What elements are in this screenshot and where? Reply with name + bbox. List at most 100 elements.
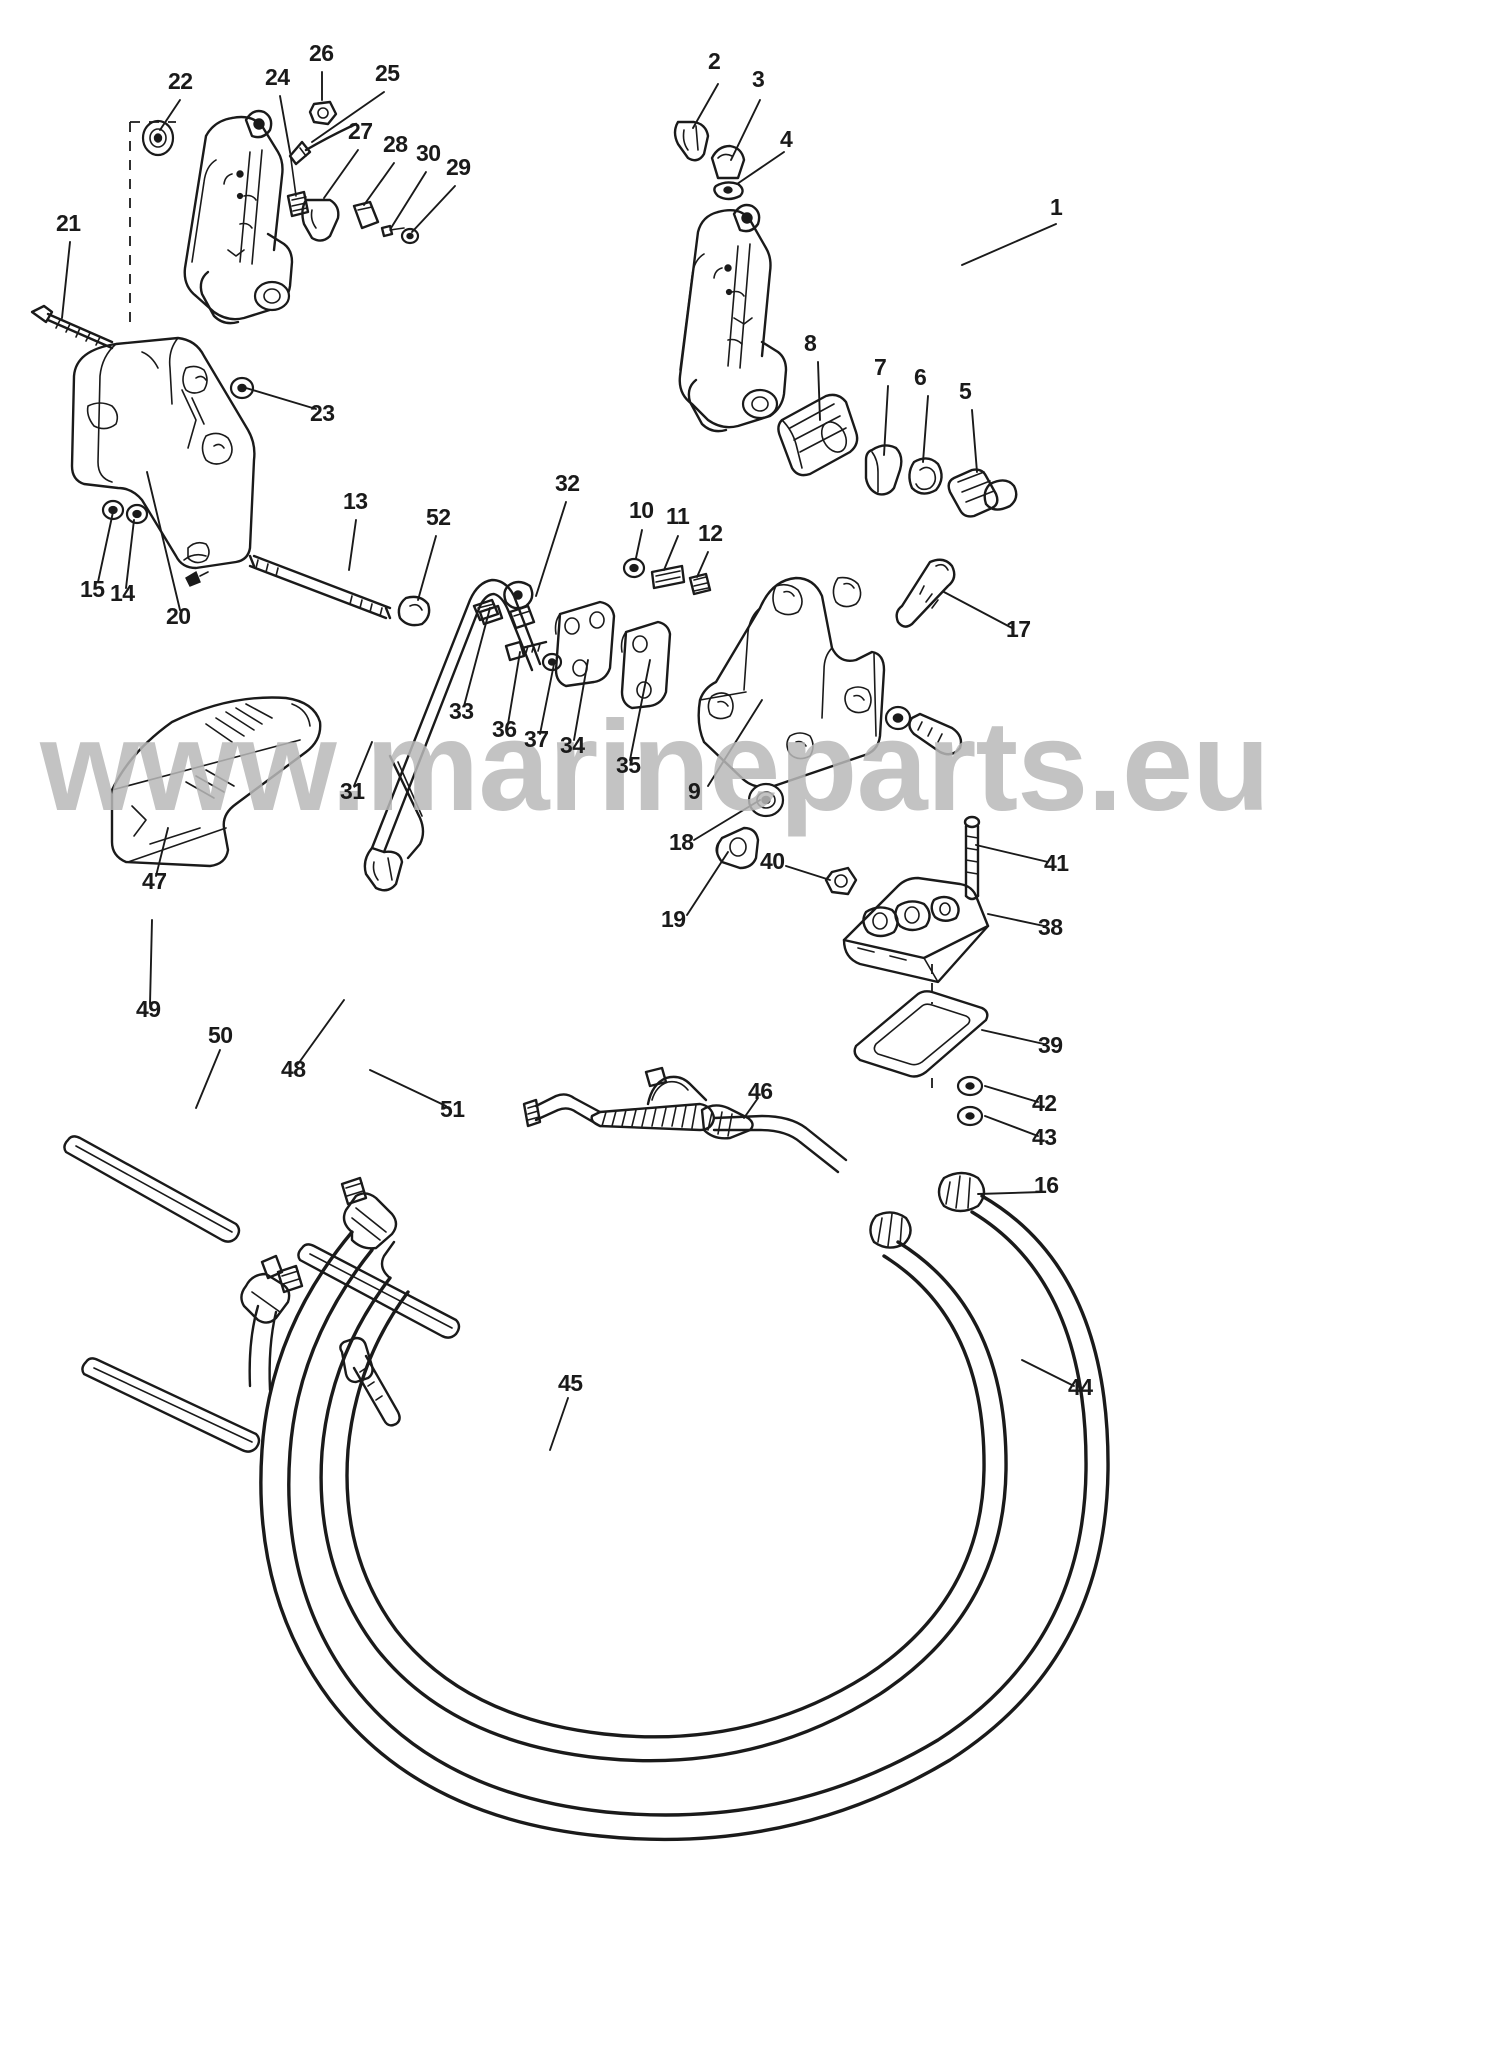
callout-number-2: 2 (708, 48, 721, 74)
callout-leader-38 (987, 913, 1045, 927)
callout-number-34: 34 (560, 732, 585, 758)
part-35-anchor-plate (620, 620, 672, 710)
callout-number-7: 7 (874, 354, 887, 380)
callout-leader-35 (629, 659, 651, 761)
callout-number-46: 46 (748, 1078, 773, 1104)
assembly-dashed-bracket (129, 121, 176, 330)
callout-leader-52 (417, 535, 437, 601)
callout-number-6: 6 (914, 364, 927, 390)
callout-number-45: 45 (558, 1370, 583, 1396)
part-38-manifold-block (842, 876, 990, 1004)
svg-text:www.marineparts.eu: www.marineparts.eu (39, 695, 1269, 838)
callout-number-37: 37 (524, 726, 549, 752)
callout-number-22: 22 (168, 68, 193, 94)
callout-number-47: 47 (142, 868, 167, 894)
callout-leader-11 (663, 535, 679, 571)
callout-number-16: 16 (1034, 1172, 1059, 1198)
callout-leader-12 (696, 551, 709, 578)
part-group-14-15-washers (101, 499, 149, 525)
callout-leader-13 (348, 519, 357, 571)
callout-number-32: 32 (555, 470, 580, 496)
callout-number-17: 17 (1006, 616, 1031, 642)
callout-number-13: 13 (343, 488, 368, 514)
callout-leader-2 (692, 83, 719, 129)
callout-leader-24 (279, 95, 291, 153)
callout-number-44: 44 (1068, 1374, 1093, 1400)
part-group-5-6-7-8 (777, 393, 1018, 518)
part-group-18-19-bushings (715, 705, 963, 896)
callout-leader-19 (686, 851, 729, 916)
callout-leader-8 (817, 361, 821, 421)
callout-leader-48 (297, 999, 345, 1065)
callout-number-50: 50 (208, 1022, 233, 1048)
callout-leader-34 (573, 659, 589, 741)
callout-leader-49 (149, 919, 153, 1005)
callout-number-19: 19 (661, 906, 686, 932)
callout-number-36: 36 (492, 716, 517, 742)
callout-number-33: 33 (449, 698, 474, 724)
callout-leader-21 (61, 241, 71, 319)
callout-leader-27 (323, 149, 359, 199)
callout-leader-23 (245, 387, 317, 410)
part-50-rod (81, 1357, 261, 1453)
callout-leader-28 (363, 162, 395, 206)
part-32-31-steering-link (363, 578, 542, 892)
part-9-transom-bracket-right (697, 576, 886, 789)
callout-number-52: 52 (426, 504, 451, 530)
callout-leader-41 (975, 844, 1049, 863)
part-group-42-43 (956, 1075, 984, 1127)
callout-leader-36 (507, 651, 521, 725)
callout-number-11: 11 (666, 503, 690, 529)
part-20-transom-bracket (70, 336, 256, 587)
callout-number-15: 15 (80, 576, 105, 602)
part-39-gasket (853, 990, 989, 1092)
callout-leader-15 (97, 511, 114, 583)
part-34-anchor-plate (554, 600, 616, 688)
callout-leader-22 (159, 99, 181, 131)
callout-number-26: 26 (309, 40, 334, 66)
callout-leader-45 (549, 1397, 569, 1451)
callout-number-27: 27 (348, 118, 373, 144)
part-13-pivot-shaft (248, 554, 431, 627)
callout-leader-50 (195, 1049, 221, 1109)
part-49-rod (63, 1135, 241, 1243)
callout-number-21: 21 (56, 210, 81, 236)
callout-leader-14 (125, 519, 135, 589)
part-47-trim-arm (110, 696, 322, 868)
callout-leader-5 (971, 409, 978, 473)
part-group-10-11-12 (622, 557, 712, 596)
callout-leader-1 (961, 223, 1057, 266)
callout-number-25: 25 (375, 60, 400, 86)
callout-leader-33 (463, 607, 491, 707)
callout-number-30: 30 (416, 140, 441, 166)
callout-number-29: 29 (446, 154, 471, 180)
callout-number-39: 39 (1038, 1032, 1063, 1058)
callout-number-35: 35 (616, 752, 641, 778)
callout-number-24: 24 (265, 64, 290, 90)
callout-leader-20 (146, 471, 181, 611)
part-17-long-bolt (895, 558, 956, 628)
callout-leader-32 (535, 501, 567, 597)
callout-number-49: 49 (136, 996, 161, 1022)
callout-leader-4 (736, 151, 785, 185)
callout-leader-46 (743, 1097, 759, 1119)
part-group-hydraulic-hoses (240, 1066, 1110, 1842)
callout-number-43: 43 (1032, 1124, 1057, 1150)
callout-number-18: 18 (669, 829, 694, 855)
callout-leader-10 (635, 529, 643, 559)
part-group-left-trim-cylinder (141, 109, 294, 325)
callout-leader-29 (411, 185, 456, 233)
part-41-long-screw (963, 815, 981, 901)
callout-leader-7 (883, 385, 889, 456)
callout-leader-42 (984, 1085, 1039, 1103)
callout-number-9: 9 (688, 778, 701, 804)
callout-leader-40 (785, 865, 831, 881)
callout-leader-25 (311, 91, 385, 143)
callout-number-12: 12 (698, 520, 723, 546)
callout-leader-9 (707, 699, 763, 787)
callout-leader-47 (155, 827, 169, 877)
part-1-trim-cylinder-right (678, 203, 788, 433)
callout-number-20: 20 (166, 603, 191, 629)
callout-number-42: 42 (1032, 1090, 1057, 1116)
